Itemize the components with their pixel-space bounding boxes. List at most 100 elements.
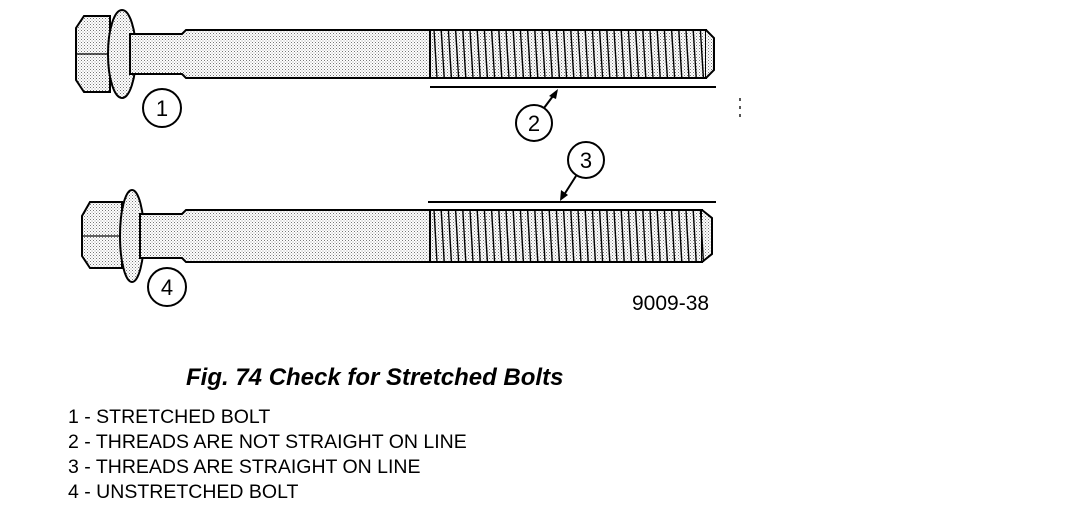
thread-line <box>433 209 438 263</box>
legend-item: 3 - THREADS ARE STRAIGHT ON LINE <box>68 456 421 478</box>
callout-4: 4 <box>147 267 187 307</box>
thread-line <box>685 29 690 79</box>
thread-line <box>649 29 654 79</box>
thread-line <box>483 209 489 263</box>
legend-item: 2 - THREADS ARE NOT STRAIGHT ON LINE <box>68 431 467 453</box>
stretched-bolt <box>75 9 716 99</box>
thread-line <box>606 209 611 263</box>
svg-text:1: 1 <box>156 96 168 121</box>
thread-line <box>699 209 705 263</box>
thread-line <box>541 209 546 263</box>
thread-line <box>620 29 625 79</box>
svg-text:3: 3 <box>580 148 592 173</box>
figure-caption: Fig. 74 Check for Stretched Bolts <box>186 364 564 391</box>
thread-line <box>555 29 561 79</box>
thread-line <box>620 209 625 263</box>
bolt-head <box>81 201 123 269</box>
thread-line <box>519 209 525 263</box>
thread-line <box>469 209 474 263</box>
legend-item: 4 - UNSTRETCHED BOLT <box>68 481 299 503</box>
drawing-code: 9009-38 <box>632 292 710 315</box>
callout-2: 2 <box>515 89 558 142</box>
thread-line <box>562 209 568 263</box>
thread-line <box>570 29 575 79</box>
arrowhead <box>549 89 558 99</box>
thread-line <box>505 209 510 263</box>
thread-line <box>642 29 647 79</box>
thread-line <box>548 209 553 263</box>
thread-line <box>505 29 510 79</box>
thread-line <box>678 29 683 79</box>
legend-item: 1 - STRETCHED BOLT <box>68 406 271 428</box>
thread-line <box>490 29 496 79</box>
thread-line <box>462 29 467 79</box>
thread-line <box>656 29 661 79</box>
thread-line <box>591 29 597 79</box>
thread-line <box>627 209 633 263</box>
thread-line <box>490 209 496 263</box>
thread-line <box>498 29 503 79</box>
thread-line <box>606 29 611 79</box>
thread-line <box>577 209 582 263</box>
thread-line <box>598 29 604 79</box>
thread-line <box>541 29 546 79</box>
thread-line <box>447 209 453 263</box>
svg-text:4: 4 <box>161 275 173 300</box>
thread-line <box>469 29 474 79</box>
thread-line <box>512 209 517 263</box>
thread-line <box>519 29 525 79</box>
thread-line <box>663 29 669 79</box>
thread-line <box>562 29 568 79</box>
thread-line <box>548 29 553 79</box>
thread-line <box>462 209 467 263</box>
thread-line <box>634 29 640 79</box>
thread-line <box>454 209 460 263</box>
thread-line <box>440 29 445 79</box>
thread-line <box>591 209 597 263</box>
callout-3: 3 <box>560 141 605 201</box>
thread-line <box>534 29 539 79</box>
thread-line <box>584 209 589 263</box>
thread-line <box>454 29 460 79</box>
legend-list: 1 - STRETCHED BOLT 2 - THREADS ARE NOT S… <box>68 405 467 505</box>
thread-line <box>692 29 697 79</box>
thread-line <box>577 29 582 79</box>
thread-line <box>433 29 438 79</box>
thread-line <box>476 29 481 79</box>
thread-line <box>692 209 697 263</box>
arrowhead <box>560 190 568 201</box>
thread-line <box>447 29 453 79</box>
thread-line <box>526 209 532 263</box>
thread-line <box>534 209 539 263</box>
thread-line <box>634 209 640 263</box>
thread-line <box>483 29 489 79</box>
unstretched-bolt <box>81 189 716 283</box>
thread-line <box>440 209 445 263</box>
callout-1: 1 <box>142 88 182 128</box>
thread-line <box>685 209 690 263</box>
thread-line <box>670 29 676 79</box>
thread-line <box>663 209 669 263</box>
thread-line <box>649 209 654 263</box>
svg-text:2: 2 <box>528 111 540 136</box>
thread-line <box>642 209 647 263</box>
thread-line <box>498 209 503 263</box>
thread-line <box>526 29 532 79</box>
thread-line <box>570 209 575 263</box>
thread-line <box>627 29 633 79</box>
thread-line <box>670 209 676 263</box>
bolt-shank <box>129 29 431 79</box>
thread-line <box>613 209 618 263</box>
scan-marks <box>739 98 741 117</box>
bolt-shank <box>139 209 431 263</box>
thread-line <box>598 209 604 263</box>
thread-line <box>699 29 705 79</box>
thread-line <box>584 29 589 79</box>
thread-line <box>613 29 618 79</box>
thread-line <box>476 209 481 263</box>
thread-line <box>656 209 661 263</box>
thread-line <box>678 209 683 263</box>
thread-line <box>555 209 561 263</box>
thread-line <box>512 29 517 79</box>
